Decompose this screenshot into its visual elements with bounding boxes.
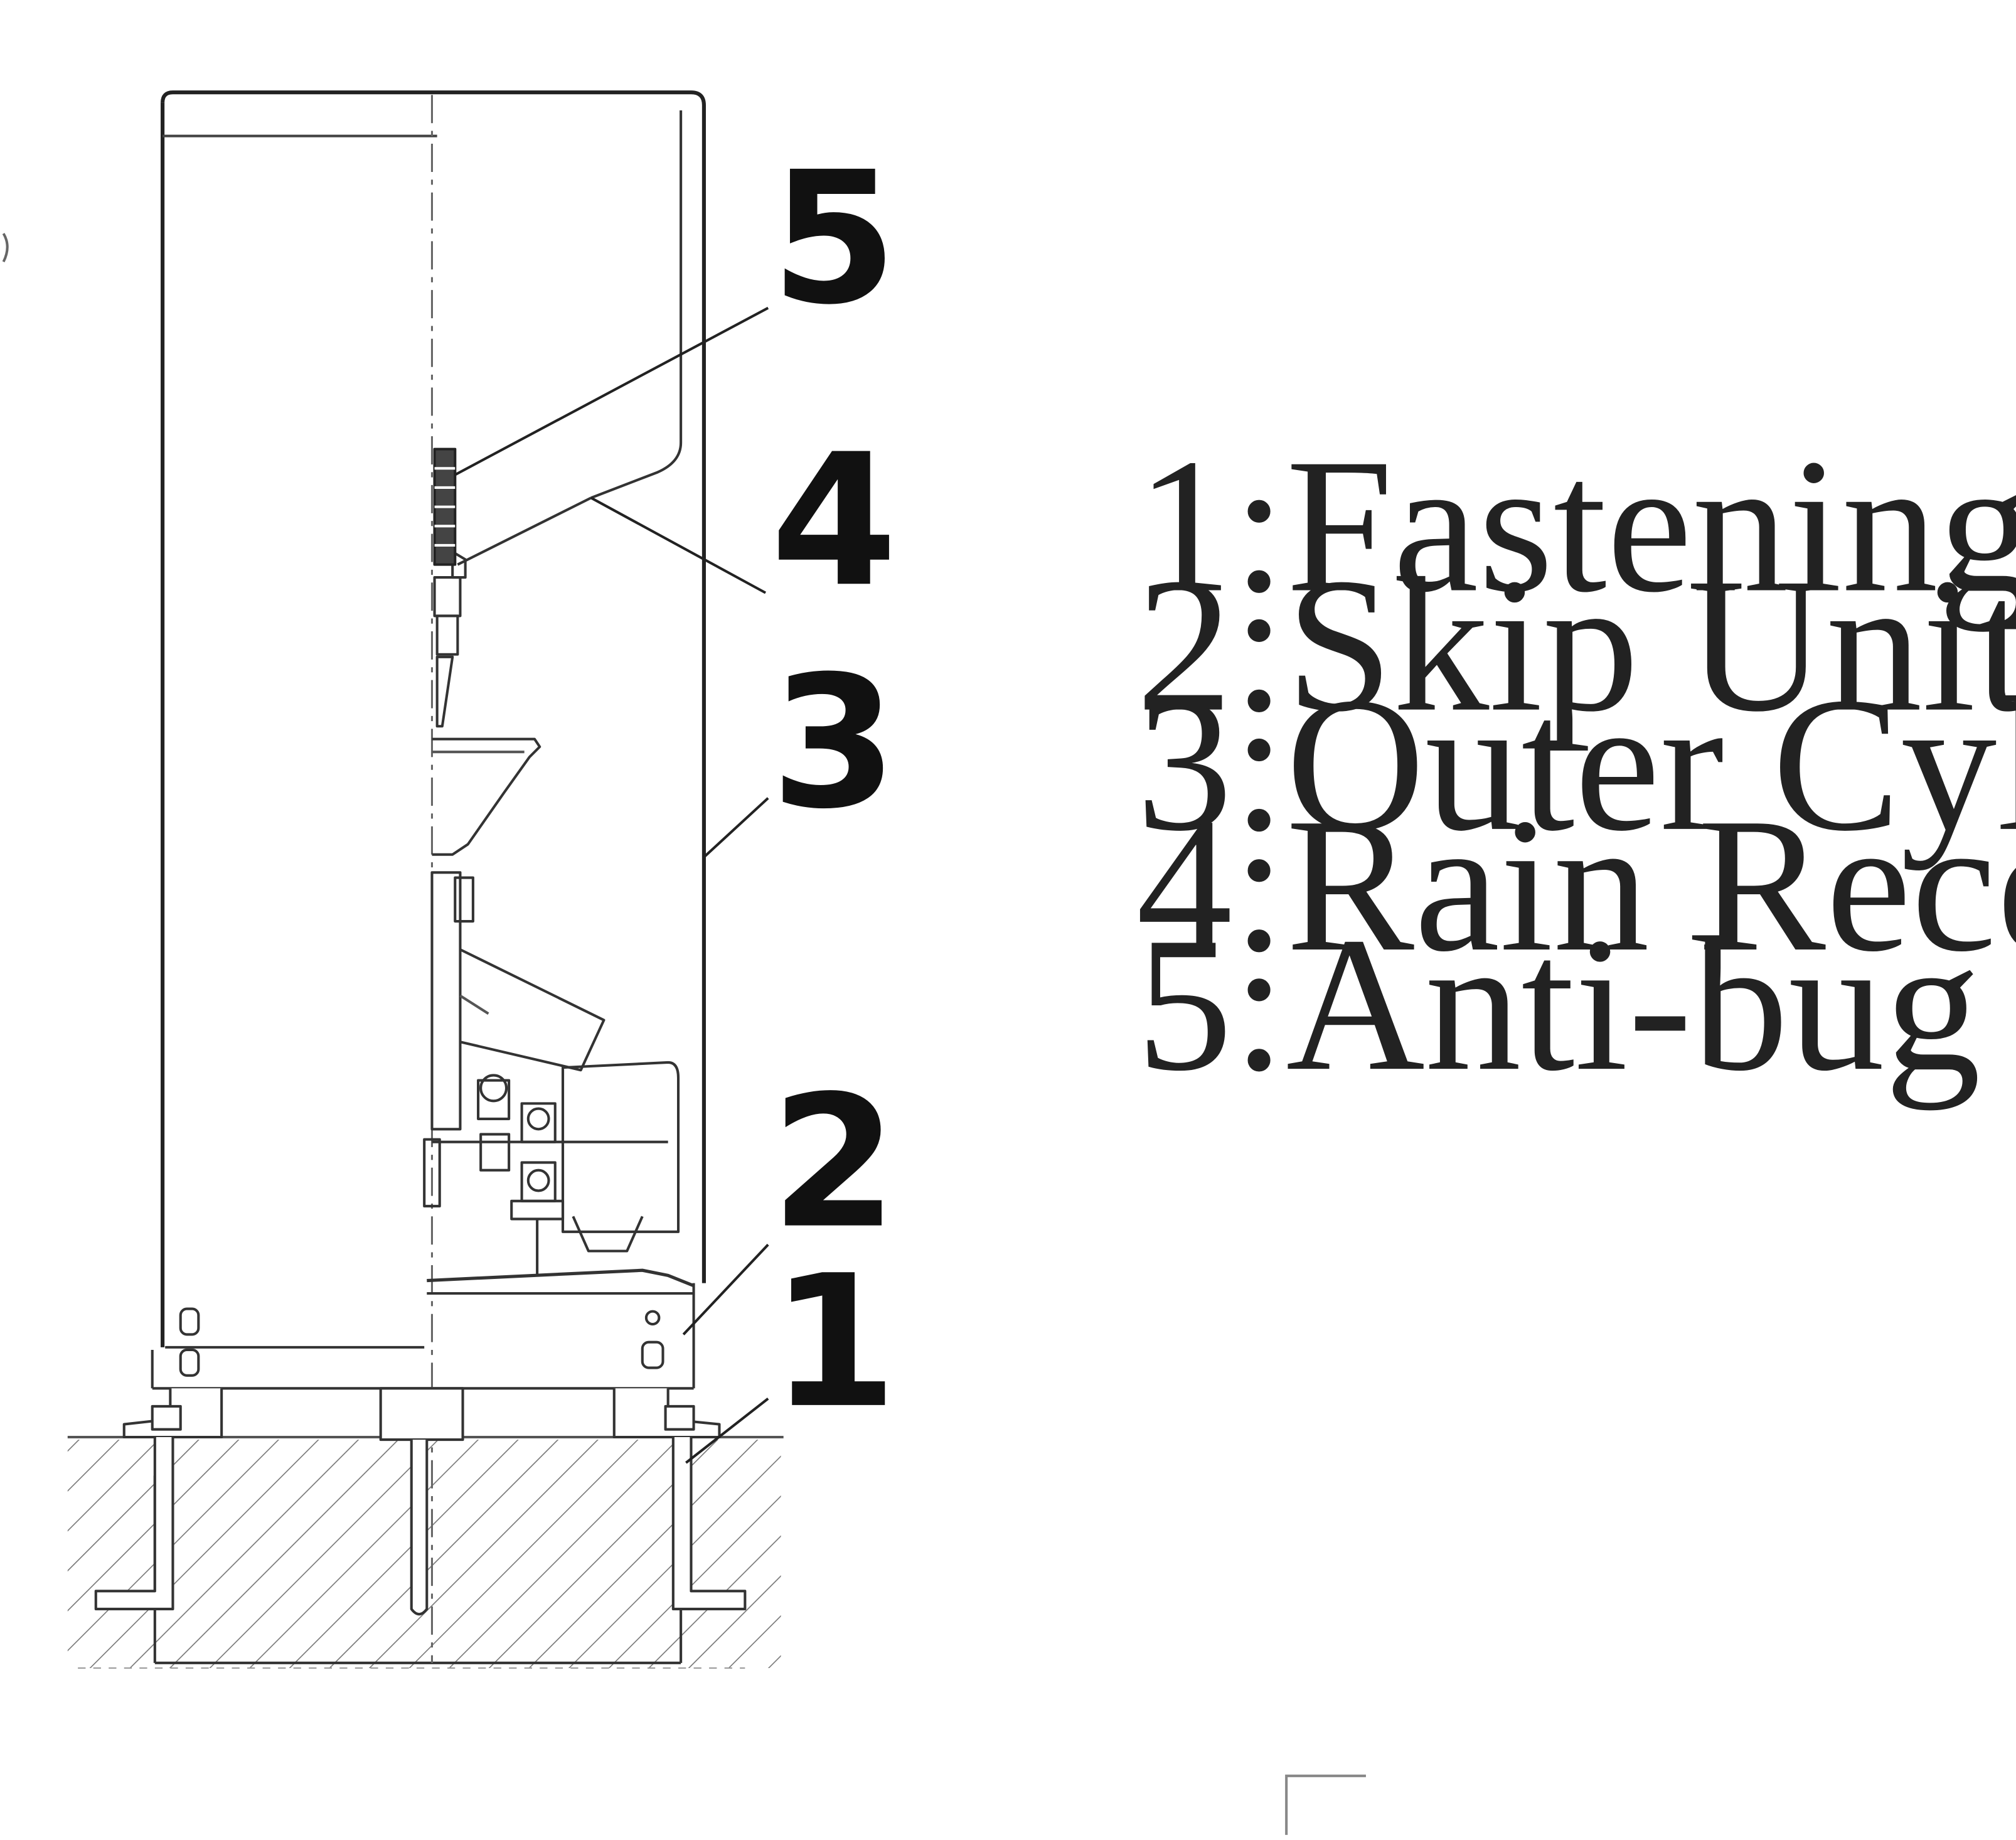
callout-1: 1 (771, 1237, 897, 1448)
outer-cylinder (151, 90, 706, 1663)
callout-numbers: 5 4 3 2 1 (771, 133, 897, 1448)
gauge-drawing (67, 90, 784, 1669)
legend-item-4: 4:Rain Receiver (1136, 779, 2016, 992)
fastening-bolts (94, 1387, 747, 1616)
legend-item-2: 2:Skip Unit (1136, 539, 2016, 752)
callout-3: 3 (771, 638, 897, 849)
callout-5: 5 (771, 133, 897, 345)
leader-lines (454, 306, 769, 1464)
rain-receiver (451, 496, 592, 579)
callout-2: 2 (771, 1057, 897, 1269)
edge-mark (2, 233, 9, 263)
legend-item-3: 3:Outer Cylinder (1136, 658, 2016, 871)
corner-mark (1285, 1774, 1366, 1835)
callout-4: 4 (771, 415, 897, 627)
anti-bug-net (433, 447, 457, 566)
legend-item-1: 1:Fastening Bolts (1136, 420, 2016, 633)
legend-item-5: 5:Anti-bug Net (1136, 898, 2016, 1111)
legend: 1:Fastening Bolts 2:Skip Unit 3:Outer Cy… (1136, 420, 2016, 1111)
skip-unit (179, 1268, 695, 1377)
inner-mechanism (423, 576, 680, 1276)
